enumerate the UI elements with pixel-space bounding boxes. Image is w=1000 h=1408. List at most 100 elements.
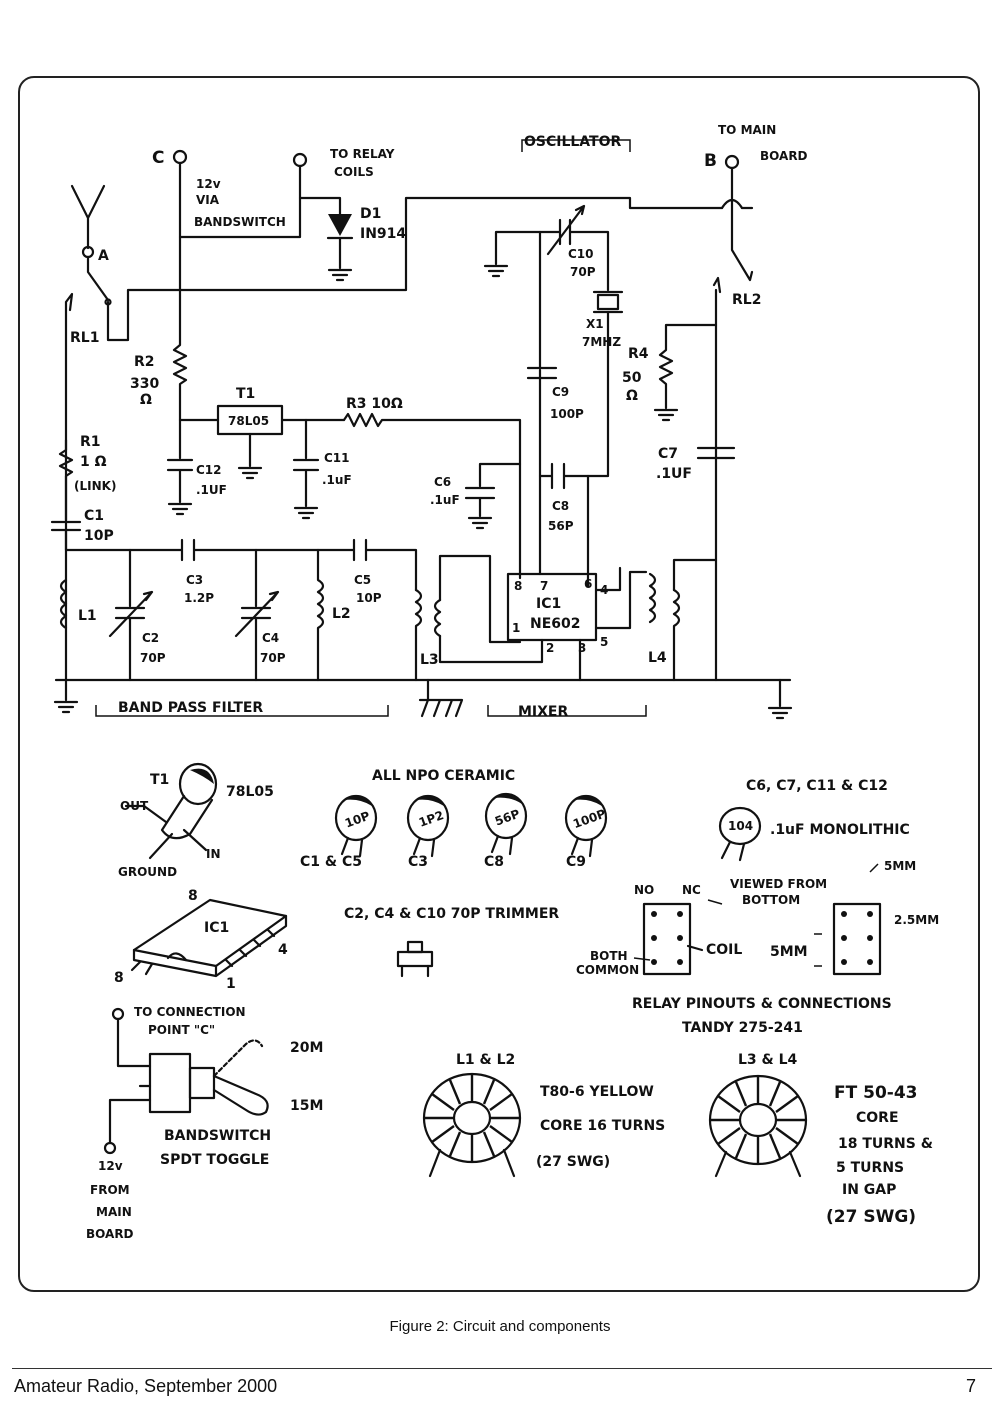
rl2-label: RL2: [732, 292, 761, 308]
schematic-labels: C A B 12v VIA BANDSWITCH TO RELAY COILS …: [70, 123, 808, 720]
svg-text:104: 104: [728, 819, 753, 833]
pin-2: 2: [546, 641, 554, 655]
r2-unit: Ω: [140, 392, 152, 408]
svg-text:NC: NC: [682, 883, 701, 897]
svg-text:78L05: 78L05: [226, 784, 274, 800]
relay-coils-line1: TO RELAY: [330, 147, 395, 161]
relay-pinout-drawing: NO NC VIEWED FROM BOTTOM COIL BOTH COMMO…: [576, 859, 939, 1036]
ic1-part: NE602: [530, 616, 581, 632]
c12-value: .1UF: [196, 483, 227, 497]
svg-text:(27 SWG): (27 SWG): [826, 1207, 916, 1227]
npo-title: ALL NPO CERAMIC: [372, 768, 515, 784]
svg-text:8: 8: [188, 888, 198, 904]
svg-text:BOARD: BOARD: [86, 1227, 134, 1241]
c12-label: C12: [196, 463, 222, 477]
point-b-label: B: [704, 151, 717, 171]
r4-value: 50: [622, 370, 642, 386]
d1-label: D1: [360, 206, 381, 222]
band-pass-label: BAND PASS FILTER: [118, 700, 263, 716]
bandswitch-drawing: TO CONNECTION POINT "C" 20M 15M BANDSWIT…: [86, 1005, 323, 1241]
svg-text:15M: 15M: [290, 1098, 323, 1114]
mono-text: .1uF MONOLITHIC: [770, 822, 910, 838]
r2-label: R2: [134, 354, 155, 370]
point-c-label: C: [152, 148, 164, 168]
svg-text:IC1: IC1: [204, 920, 229, 936]
c1-label: C1: [84, 508, 104, 524]
regulator-part: 78L05: [228, 414, 269, 428]
components-section: T1 78L05 OUT GROUND IN ALL NPO CERAMIC 1…: [86, 762, 939, 1241]
c1-value: 10P: [84, 528, 114, 544]
c5-label: C5: [354, 573, 371, 587]
svg-text:VIEWED FROM: VIEWED FROM: [730, 877, 827, 891]
cap-c1-c5: 10P C1 & C5: [300, 794, 378, 870]
svg-text:TO CONNECTION: TO CONNECTION: [134, 1005, 246, 1019]
svg-text:COIL: COIL: [706, 942, 742, 958]
c9-value: 100P: [550, 407, 584, 421]
pin-7: 7: [540, 579, 548, 593]
c10-label: C10: [568, 247, 594, 261]
relay-coils-line2: COILS: [334, 165, 374, 179]
svg-text:10P: 10P: [343, 809, 372, 831]
svg-text:18 TURNS &: 18 TURNS &: [838, 1136, 933, 1152]
pin-4: 4: [600, 583, 608, 597]
point-a-label: A: [98, 248, 109, 264]
c3-label: C3: [186, 573, 203, 587]
supply-line2: VIA: [196, 193, 220, 207]
c2-value: 70P: [140, 651, 166, 665]
svg-text:CORE: CORE: [856, 1110, 899, 1126]
cap-monolithic: 104: [718, 806, 762, 862]
circuit-diagram: C A B 12v VIA BANDSWITCH TO RELAY COILS …: [50, 123, 939, 1241]
svg-text:1P2: 1P2: [417, 808, 446, 830]
pin-3: 3: [578, 641, 586, 655]
supply-line1: 12v: [196, 177, 221, 191]
svg-text:2.5MM: 2.5MM: [894, 913, 939, 927]
c6-label: C6: [434, 475, 451, 489]
t1-label: T1: [236, 386, 255, 402]
svg-text:COMMON: COMMON: [576, 963, 639, 977]
svg-text:100P: 100P: [571, 806, 608, 831]
svg-text:RELAY PINOUTS & CONNECTIONS: RELAY PINOUTS & CONNECTIONS: [632, 996, 892, 1012]
c7-value: .1UF: [656, 466, 692, 482]
oscillator-label: OSCILLATOR: [524, 134, 622, 150]
svg-text:FROM: FROM: [90, 1183, 130, 1197]
pin-6: 6: [584, 577, 592, 591]
r2-value: 330: [130, 376, 159, 392]
x1-value: 7MHZ: [582, 335, 621, 349]
r4-unit: Ω: [626, 388, 638, 404]
mono-title: C6, C7, C11 & C12: [746, 778, 888, 794]
svg-text:1: 1: [226, 976, 236, 992]
c7-label: C7: [658, 446, 678, 462]
page-number: 7: [965, 1376, 976, 1396]
c6-value: .1uF: [430, 493, 460, 507]
pin-1: 1: [512, 621, 520, 635]
svg-text:IN GAP: IN GAP: [842, 1182, 896, 1198]
pin-8: 8: [514, 579, 522, 593]
trimmer-text: C2, C4 & C10 70P TRIMMER: [344, 906, 559, 922]
svg-text:OUT: OUT: [120, 799, 149, 813]
r1-label: R1: [80, 434, 101, 450]
c9-label: C9: [552, 385, 569, 399]
c4-label: C4: [262, 631, 279, 645]
svg-text:POINT "C": POINT "C": [148, 1023, 215, 1037]
ic-package-drawing: 8 IC1 4 8 1: [114, 888, 288, 992]
svg-text:MAIN: MAIN: [96, 1205, 132, 1219]
main-board-line2: BOARD: [760, 149, 808, 163]
c11-value: .1uF: [322, 473, 352, 487]
svg-text:56P: 56P: [493, 807, 522, 829]
svg-text:12v: 12v: [98, 1159, 123, 1173]
trimmer-drawing: [396, 940, 434, 978]
l3-label: L3: [420, 652, 439, 668]
svg-text:5MM: 5MM: [770, 944, 808, 960]
footer-divider: [12, 1368, 992, 1369]
svg-text:TANDY 275-241: TANDY 275-241: [682, 1020, 803, 1036]
cap-c9: 100P C9: [564, 794, 608, 870]
c5-value: 10P: [356, 591, 382, 605]
pin-5: 5: [600, 635, 608, 649]
svg-text:C9: C9: [566, 854, 586, 870]
svg-text:L1 & L2: L1 & L2: [456, 1052, 515, 1068]
c2-label: C2: [142, 631, 159, 645]
svg-text:C1 & C5: C1 & C5: [300, 854, 362, 870]
r1-value: 1 Ω: [80, 454, 107, 470]
svg-text:20M: 20M: [290, 1040, 323, 1056]
wiring: [50, 139, 793, 720]
